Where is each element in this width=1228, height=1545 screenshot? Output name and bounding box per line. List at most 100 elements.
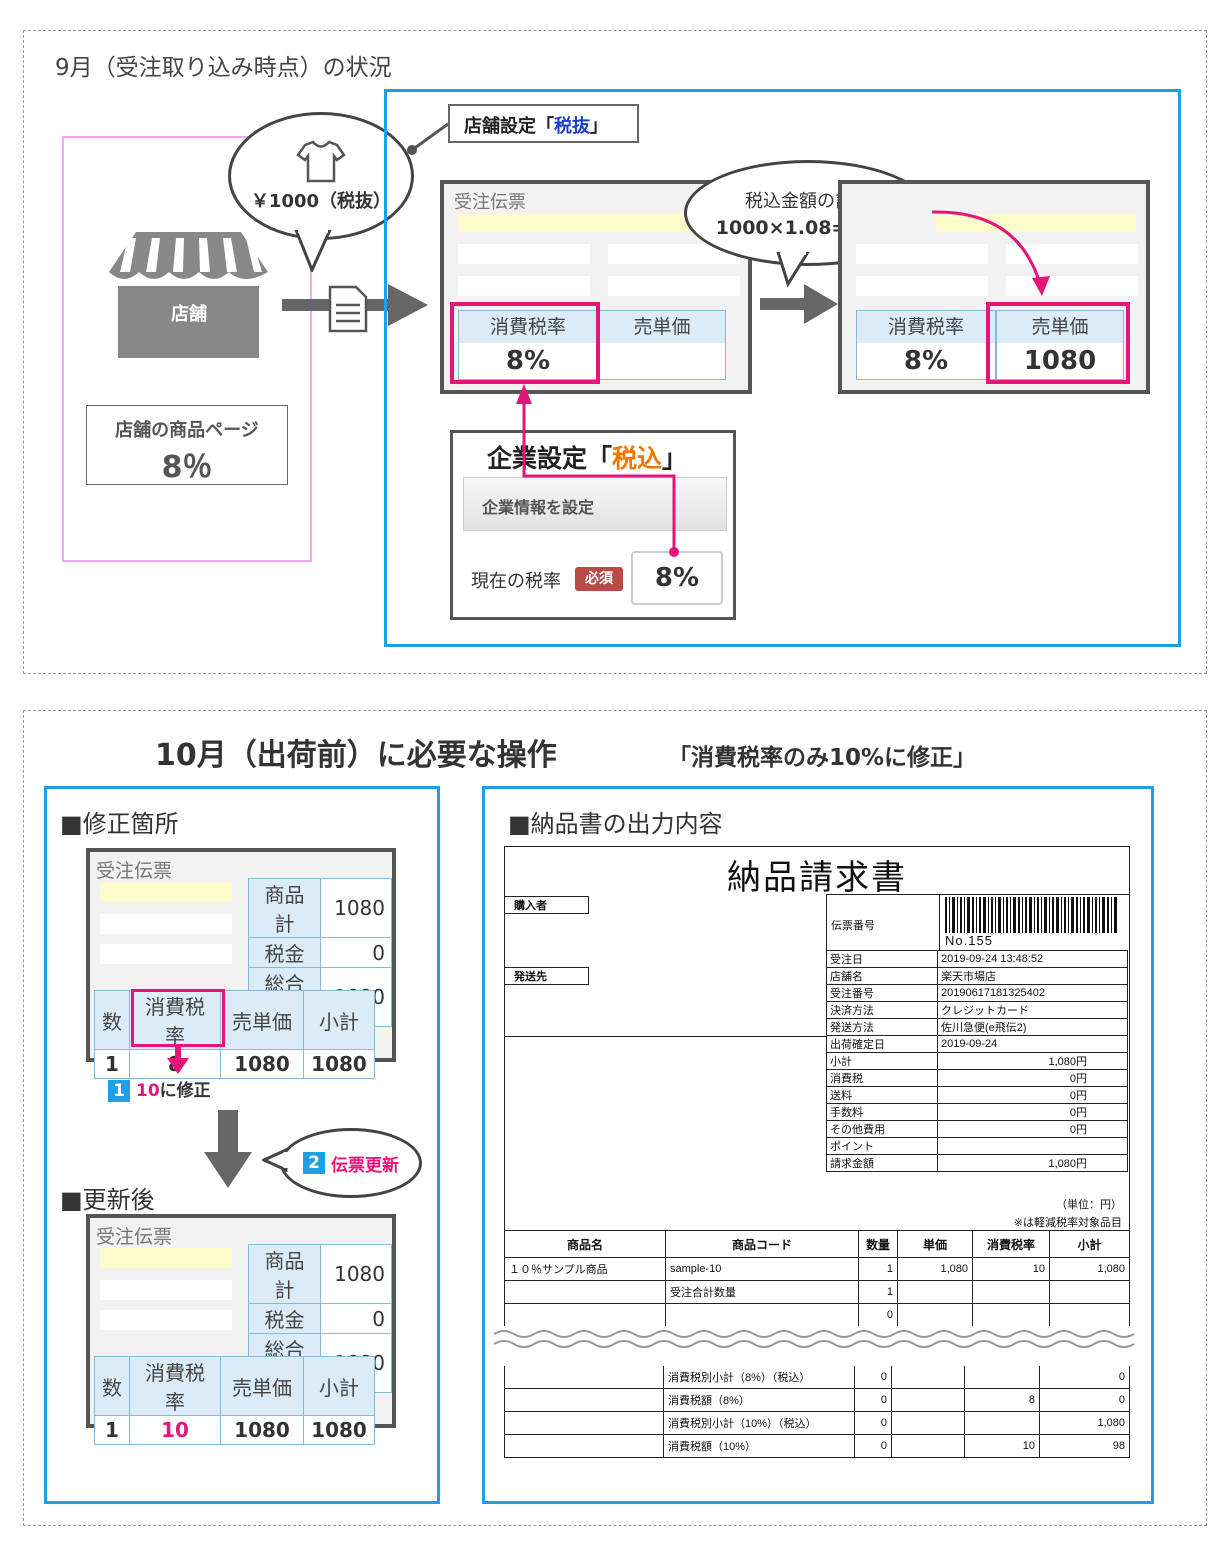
field-label: 受注番号 [826, 984, 938, 1002]
shop-setting-suffix: 」 [590, 116, 608, 137]
store-icon [109, 232, 268, 358]
address-divider [504, 1036, 826, 1037]
slip-col-price: 売単価 [598, 310, 726, 380]
step1: 1 10に修正 [108, 1076, 211, 1102]
line-tax-rate[interactable]: 10 [129, 1415, 221, 1445]
highlight-tax-rate-fix [131, 989, 225, 1047]
item-cell: 1,080 [1049, 1257, 1130, 1281]
item-header: 小計 [1049, 1230, 1130, 1258]
tax-rate-header: 消費税率 [459, 311, 597, 343]
line-price: 1080 [220, 1415, 304, 1445]
line-price: 1080 [220, 1049, 304, 1079]
unit-note: （単位：円） [1056, 1199, 1122, 1211]
tax-cell: 0 [1039, 1388, 1130, 1412]
item-header: 数量 [858, 1230, 898, 1258]
line-table: 数 消費税率 売単価 小計 1 10 1080 1080 [94, 1356, 375, 1445]
tax-cell: 0 [854, 1411, 892, 1435]
line-header: 小計 [303, 990, 375, 1050]
invoice-title: 納品請求書 [727, 859, 907, 897]
tax-rate-value: 8% [857, 343, 995, 379]
line-header: 消費税率 [129, 990, 221, 1050]
tax-cell: 消費税別小計（10%）（税込） [663, 1411, 855, 1435]
item-cell [972, 1303, 1050, 1326]
step1-value: 10 [136, 1081, 160, 1101]
tax-cell [891, 1388, 965, 1412]
tax-cell: 0 [854, 1366, 892, 1389]
step1-number: 1 [108, 1080, 130, 1102]
field-label: その他費用 [826, 1120, 938, 1138]
line-header: 売単価 [220, 1356, 304, 1416]
shop-setting-value: 税抜 [554, 116, 590, 137]
unit-price-value: 1080 [997, 343, 1123, 379]
line-qty: 1 [94, 1415, 130, 1445]
item-cell: 1 [858, 1280, 898, 1304]
field-value: 1,080円 [937, 1052, 1128, 1070]
buyer-label: 購入者 [504, 896, 589, 914]
slip-field [1006, 244, 1138, 264]
slip-field [936, 214, 1136, 232]
field-value: 2019-09-24 13:48:52 [937, 950, 1128, 968]
after-title: ■更新後 [60, 1186, 155, 1214]
output-panel [482, 786, 1154, 1504]
tax-summary-table: 消費税別小計（8%）（税込） 0 0 消費税額（8%） 0 8 0 消費税別小計… [504, 1366, 1130, 1458]
item-cell [972, 1280, 1050, 1304]
slip-no-cell: 伝票番号 No.155 [826, 894, 1129, 951]
item-cell [665, 1303, 859, 1326]
field-value: 0円 [937, 1103, 1128, 1121]
field-label: 手数料 [826, 1103, 938, 1121]
line-header: 数 [94, 1356, 130, 1416]
tax-cell [504, 1434, 664, 1458]
item-cell: 10 [972, 1257, 1050, 1281]
item-cell [897, 1280, 973, 1304]
item-header: 商品名 [504, 1230, 666, 1258]
store-product-page: 店舗の商品ページ 8％ [86, 405, 288, 485]
item-header: 消費税率 [972, 1230, 1050, 1258]
item-cell: 1 [858, 1257, 898, 1281]
item-header: 商品コード [665, 1230, 859, 1258]
field-label: ポイント [826, 1137, 938, 1155]
slip-field [100, 944, 232, 964]
invoice-frame-top [504, 846, 1130, 1317]
tax-rate-value: 8% [459, 343, 597, 379]
price-text: ￥1000（税抜） [250, 191, 392, 212]
field-value: 1,080円 [937, 1154, 1128, 1172]
bottom-section [23, 710, 1207, 1526]
table-row: 消費税額（8%） 0 8 0 [504, 1388, 1130, 1412]
unit-price-value [599, 343, 725, 379]
shop-setting-prefix: 店舗設定「 [464, 116, 554, 137]
slip-field [856, 244, 988, 264]
field-label: 受注日 [826, 950, 938, 968]
field-value [937, 1137, 1128, 1155]
slip-field [608, 244, 740, 264]
step2-bubble-tail [262, 1148, 288, 1172]
item-cell [897, 1303, 973, 1326]
current-rate-input[interactable]: 8% [631, 551, 723, 605]
store-page-title: 店舗の商品ページ [115, 420, 259, 441]
highlight-unit-price-after [986, 302, 1130, 384]
line-subtotal: 1080 [303, 1049, 375, 1079]
company-setting-suffix: 」 [662, 444, 688, 473]
item-cell [1049, 1280, 1130, 1304]
tax-cell [504, 1411, 664, 1435]
slip-col-tax: 消費税率 8% [856, 310, 996, 380]
table-row: 消費税別小計（10%）（税込） 0 1,080 [504, 1411, 1130, 1435]
sum-label: 税金 [248, 937, 321, 968]
step1-text: に修正 [159, 1081, 211, 1101]
company-setting-prefix: 企業設定「 [487, 444, 613, 473]
store-label: 店舗 [171, 304, 207, 325]
items-table: 商品名 商品コード 数量 単価 消費税率 小計 １０％サンプル商品 sample… [504, 1230, 1130, 1326]
tax-cell: 0 [854, 1388, 892, 1412]
slip-field [100, 1280, 232, 1300]
slip-field [458, 214, 742, 232]
tax-cell: 8 [964, 1388, 1040, 1412]
output-title: ■納品書の出力内容 [508, 810, 723, 838]
system-area [384, 89, 1181, 647]
field-value: 0円 [937, 1120, 1128, 1138]
store-panel [62, 136, 312, 562]
item-cell: sample-10 [665, 1257, 859, 1281]
slip-title: 受注伝票 [96, 860, 173, 882]
